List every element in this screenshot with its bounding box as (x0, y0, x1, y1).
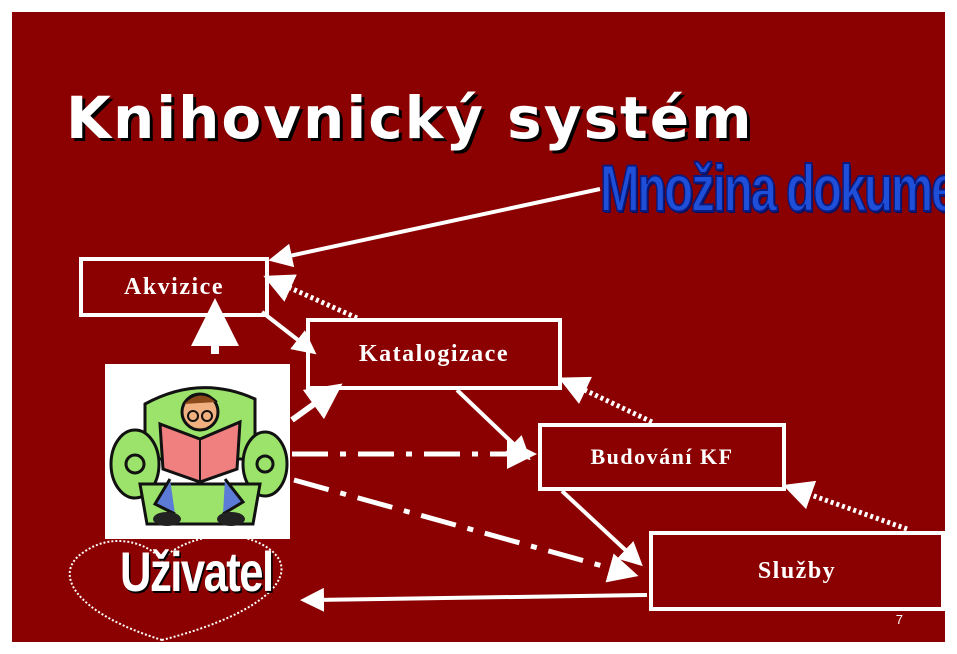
documents-wordart: Množina dokumentů (599, 151, 945, 225)
arrow-documents-to-akvizice (268, 187, 601, 268)
node-sluzby: Služby (649, 531, 945, 611)
arrow-user-to-sluzby-dashdot (293, 477, 639, 583)
armchair-reader-drawing (109, 386, 289, 526)
user-wordart: Uživatel (120, 540, 274, 603)
slide: Knihovnický systém Množina dokumentů (12, 12, 945, 642)
slide-number: 7 (895, 612, 903, 627)
arrow-katalogizace-to-budovani (455, 388, 531, 461)
person-reading-in-armchair-icon (105, 364, 290, 539)
connectors-layer (68, 187, 908, 642)
node-budovani-kf: Budování KF (538, 423, 786, 491)
arrow-sluzby-to-user (300, 587, 648, 612)
slide-title: Knihovnický systém (66, 84, 754, 152)
user-heart-outline (68, 534, 283, 642)
arrow-akvizice-to-katalogizace (260, 310, 317, 355)
arrow-sluzby-to-budovani-dotted (782, 480, 908, 532)
node-katalogizace: Katalogizace (306, 318, 562, 390)
arrow-user-to-katalogizace (290, 383, 343, 423)
arrow-katalogizace-to-akvizice-dotted (263, 274, 359, 321)
arrow-budovani-to-katalogizace-dotted (558, 376, 654, 425)
arrow-budovani-to-sluzby (560, 489, 643, 567)
